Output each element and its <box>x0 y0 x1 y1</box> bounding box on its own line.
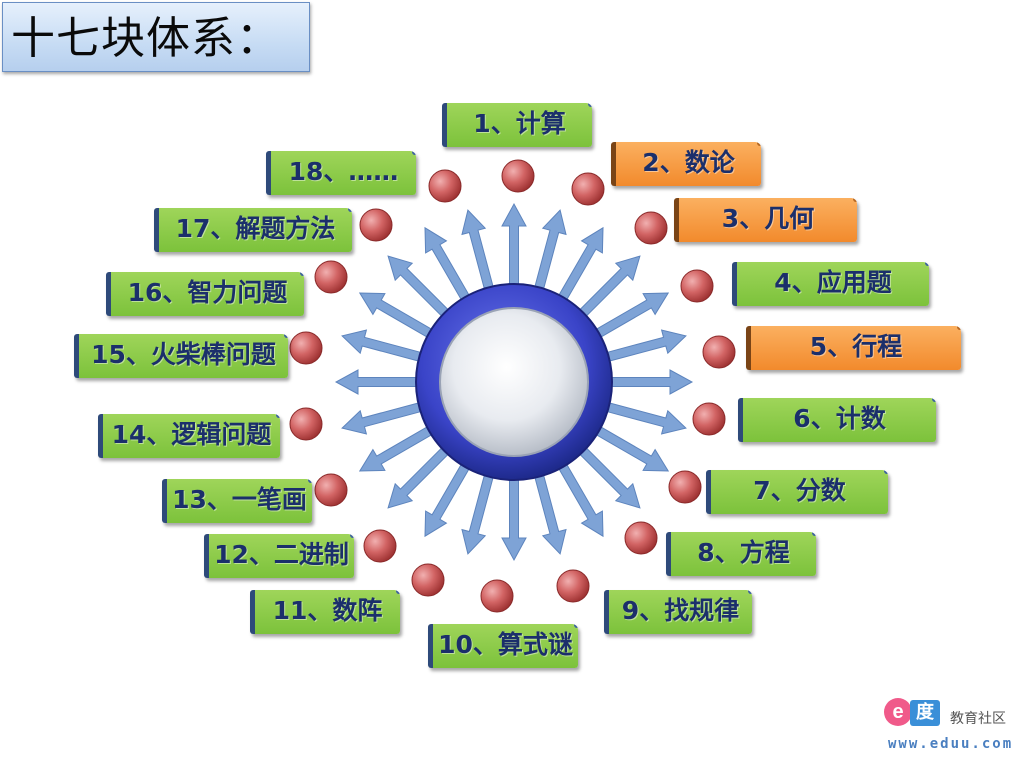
arrow-1 <box>501 202 527 287</box>
topic-label-12: 12、二进制 <box>204 534 354 578</box>
arrow-22 <box>387 255 451 319</box>
arrow-10 <box>577 445 641 509</box>
title-banner: 十七块体系： <box>2 2 310 72</box>
arrow-15 <box>424 462 471 538</box>
node-dot-9 <box>556 569 590 603</box>
arrow-3 <box>557 226 604 302</box>
node-dot-12 <box>363 529 397 563</box>
arrow-8 <box>604 401 687 435</box>
node-dot-8 <box>624 521 658 555</box>
topic-label-2: 2、数论 <box>611 142 761 186</box>
arrow-4 <box>577 255 641 319</box>
topic-label-11: 11、数阵 <box>250 590 400 634</box>
node-dot-18 <box>428 169 462 203</box>
node-dot-3 <box>634 211 668 245</box>
arrow-7 <box>609 369 694 395</box>
arrow-5 <box>594 292 670 339</box>
watermark-url: www.eduu.com <box>888 736 1014 752</box>
topic-label-16: 16、智力问题 <box>106 272 304 316</box>
watermark-text: 教育社区 <box>950 711 1006 727</box>
arrow-17 <box>358 425 434 472</box>
node-dot-17 <box>359 208 393 242</box>
arrow-2 <box>533 209 567 292</box>
arrow-21 <box>358 292 434 339</box>
arrow-23 <box>424 226 471 302</box>
arrow-12 <box>533 472 567 555</box>
arrow-20 <box>341 329 424 363</box>
topic-label-14: 14、逻辑问题 <box>98 414 280 458</box>
topic-label-8: 8、方程 <box>666 532 816 576</box>
topic-label-13: 13、一笔画 <box>162 479 312 523</box>
arrow-6 <box>604 329 687 363</box>
arrow-11 <box>557 462 604 538</box>
node-dot-4 <box>680 269 714 303</box>
node-dot-13 <box>314 473 348 507</box>
arrow-14 <box>461 472 495 555</box>
dots-layer <box>289 159 736 613</box>
center-hub <box>415 283 613 481</box>
arrows-layer <box>334 202 694 562</box>
node-dot-10 <box>480 579 514 613</box>
watermark: e 度 教育社区 www.eduu.com <box>884 694 1022 760</box>
arrow-9 <box>594 425 670 472</box>
topic-label-10: 10、算式谜 <box>428 624 578 668</box>
node-dot-14 <box>289 407 323 441</box>
arrow-24 <box>461 209 495 292</box>
topic-label-9: 9、找规律 <box>604 590 752 634</box>
node-dot-1 <box>501 159 535 193</box>
arrow-18 <box>341 401 424 435</box>
node-dot-6 <box>692 402 726 436</box>
topic-label-5: 5、行程 <box>746 326 961 370</box>
node-dot-15 <box>289 331 323 365</box>
node-dot-11 <box>411 563 445 597</box>
topic-label-3: 3、几何 <box>674 198 857 242</box>
topic-label-17: 17、解题方法 <box>154 208 352 252</box>
topic-label-6: 6、计数 <box>738 398 936 442</box>
node-dot-16 <box>314 260 348 294</box>
arrow-13 <box>501 477 527 562</box>
topic-label-1: 1、计算 <box>442 103 592 147</box>
topic-label-7: 7、分数 <box>706 470 888 514</box>
watermark-logo-e: e <box>884 698 912 726</box>
node-dot-2 <box>571 172 605 206</box>
arrow-19 <box>334 369 419 395</box>
topic-label-15: 15、火柴棒问题 <box>74 334 288 378</box>
node-dot-5 <box>702 335 736 369</box>
page-title: 十七块体系： <box>11 13 281 64</box>
arrow-16 <box>387 445 451 509</box>
watermark-logo-du: 度 <box>910 700 940 726</box>
topic-label-18: 18、…… <box>266 151 416 195</box>
topic-label-4: 4、应用题 <box>732 262 929 306</box>
node-dot-7 <box>668 470 702 504</box>
